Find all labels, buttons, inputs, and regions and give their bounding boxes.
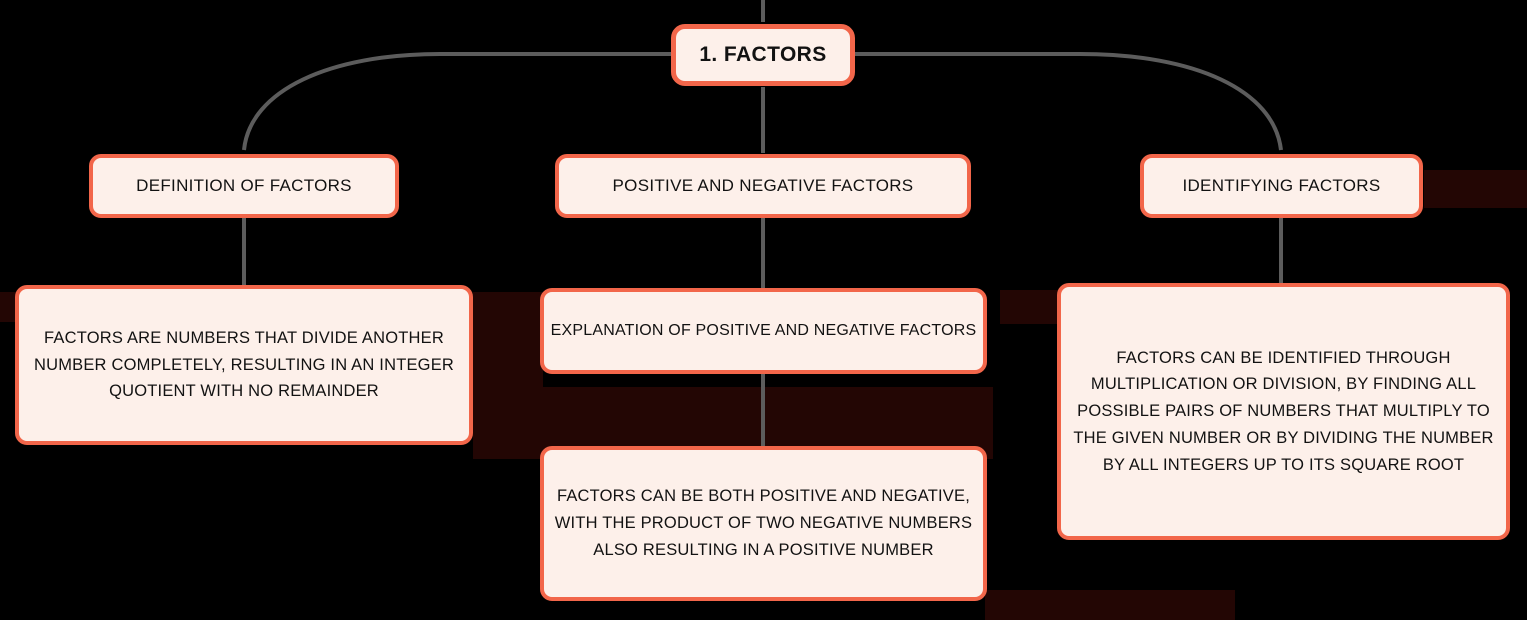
node-definition-detail-label: FACTORS ARE NUMBERS THAT DIVIDE ANOTHER …	[33, 328, 455, 401]
node-identifying-factors-label: IDENTIFYING FACTORS	[1182, 176, 1381, 195]
edge-root-to-identifying	[855, 52, 1283, 151]
node-root-factors[interactable]: 1. FACTORS	[671, 24, 855, 86]
node-definition-of-factors-label: DEFINITION OF FACTORS	[136, 176, 352, 195]
node-explanation-positive-negative-label: EXPLANATION OF POSITIVE AND NEGATIVE FAC…	[550, 322, 977, 340]
node-positive-and-negative-factors-label: POSITIVE AND NEGATIVE FACTORS	[612, 176, 914, 195]
node-positive-and-negative-factors[interactable]: POSITIVE AND NEGATIVE FACTORS	[555, 154, 971, 218]
edge-root-to-definition	[242, 52, 672, 151]
node-identifying-factors[interactable]: IDENTIFYING FACTORS	[1140, 154, 1423, 218]
node-positive-negative-detail-label: FACTORS CAN BE BOTH POSITIVE AND NEGATIV…	[554, 487, 973, 559]
node-root-label: 1. FACTORS	[699, 43, 827, 66]
node-positive-negative-detail[interactable]: FACTORS CAN BE BOTH POSITIVE AND NEGATIV…	[540, 446, 987, 601]
node-definition-of-factors[interactable]: DEFINITION OF FACTORS	[89, 154, 399, 218]
node-identifying-detail[interactable]: FACTORS CAN BE IDENTIFIED THROUGH MULTIP…	[1057, 283, 1510, 540]
node-explanation-positive-negative[interactable]: EXPLANATION OF POSITIVE AND NEGATIVE FAC…	[540, 288, 987, 374]
node-identifying-detail-label: FACTORS CAN BE IDENTIFIED THROUGH MULTIP…	[1073, 348, 1494, 474]
node-definition-detail[interactable]: FACTORS ARE NUMBERS THAT DIVIDE ANOTHER …	[15, 285, 473, 445]
